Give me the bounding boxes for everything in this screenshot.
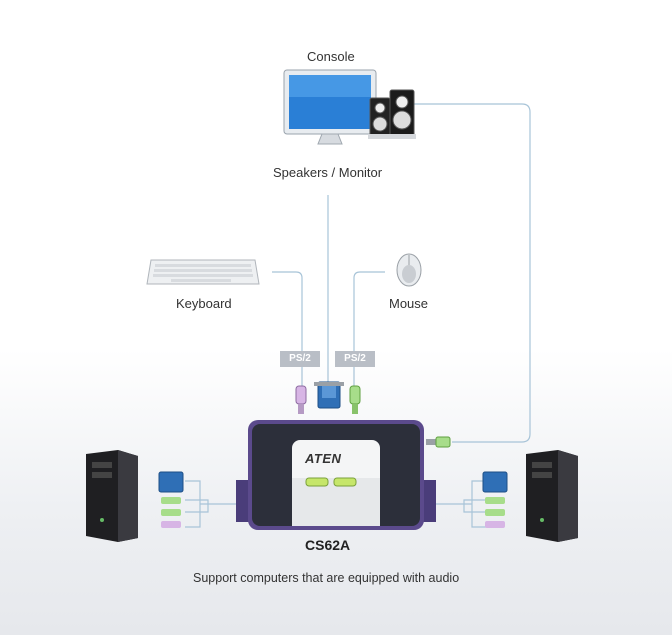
keyboard-icon xyxy=(146,259,260,285)
right-pc-connectors xyxy=(482,471,508,528)
monitor-icon xyxy=(283,69,377,145)
right-pc-cable-2 xyxy=(463,499,487,513)
switch-brand-label: ATEN xyxy=(305,451,342,466)
audio-jack-icon xyxy=(426,436,451,448)
console-label: Console xyxy=(307,49,355,64)
kvm-switch-icon xyxy=(236,420,436,530)
product-model-label: CS62A xyxy=(305,537,351,553)
ps2-connector-icon xyxy=(295,385,307,414)
speakers-monitor-label: Speakers / Monitor xyxy=(273,165,383,180)
ps2-tag-mouse: PS/2 xyxy=(335,351,375,367)
ps2-tag-keyboard: PS/2 xyxy=(280,351,320,367)
speakers-icon xyxy=(368,89,416,139)
vga-connector-icon xyxy=(314,381,344,409)
mouse-label: Mouse xyxy=(389,296,429,311)
ps2-connector-icon-2 xyxy=(349,385,361,414)
left-pc-cable-2 xyxy=(185,499,209,513)
left-pc-cable-1 xyxy=(185,480,201,528)
mouse-icon xyxy=(396,253,422,287)
top-connectors xyxy=(295,381,361,414)
left-pc-connectors xyxy=(158,471,184,528)
pc-tower-icon xyxy=(86,450,138,542)
keyboard-label: Keyboard xyxy=(176,296,232,311)
keyboard-cable-line xyxy=(272,271,303,386)
diagram-caption: Support computers that are equipped with… xyxy=(193,571,460,585)
mouse-cable-line xyxy=(353,271,385,386)
audio-cable-line xyxy=(410,103,531,443)
pc-tower-icon-right xyxy=(526,450,578,542)
